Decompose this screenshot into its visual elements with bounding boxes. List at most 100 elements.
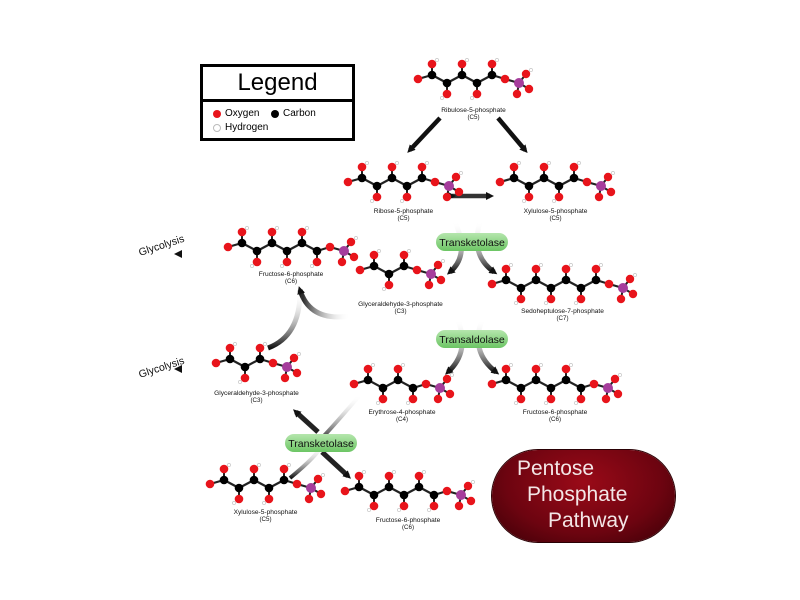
oxygen-atom bbox=[454, 187, 464, 197]
oxygen-atom bbox=[384, 471, 394, 481]
oxygen-atom bbox=[414, 471, 424, 481]
oxygen-atom bbox=[240, 373, 250, 383]
oxygen-atom bbox=[355, 265, 365, 275]
oxygen-atom bbox=[387, 162, 397, 172]
oxygen-atom bbox=[454, 501, 464, 511]
oxygen-atom bbox=[463, 481, 473, 491]
oxygen-atom bbox=[604, 279, 614, 289]
legend-item-oxygen: Oxygen bbox=[213, 108, 259, 119]
oxygen-atom bbox=[451, 172, 461, 182]
enzyme-label: Transketolase bbox=[439, 237, 505, 249]
oxygen-atom bbox=[594, 192, 604, 202]
oxygen-atom bbox=[487, 59, 497, 69]
hydrogen-atom bbox=[371, 363, 375, 367]
enzyme-transaldolase: Transaldolase bbox=[436, 330, 508, 348]
oxygen-atom bbox=[501, 264, 511, 274]
oxygen-atom bbox=[569, 162, 579, 172]
oxygen-atom bbox=[346, 237, 356, 247]
oxygen-atom bbox=[442, 192, 452, 202]
hydrogen-atom bbox=[599, 263, 603, 267]
hydrogen-atom bbox=[574, 401, 578, 405]
hydrogen-atom bbox=[425, 161, 429, 165]
oxygen-atom bbox=[304, 494, 314, 504]
oxygen-atom bbox=[268, 358, 278, 368]
oxygen-atom bbox=[234, 494, 244, 504]
molecule-carbon-count: (C4) bbox=[396, 416, 408, 423]
oxygen-atom bbox=[402, 192, 412, 202]
oxygen-atom bbox=[445, 389, 455, 399]
oxygen-atom bbox=[589, 379, 599, 389]
hydrogen-atom bbox=[569, 363, 573, 367]
oxygen-atom bbox=[472, 89, 482, 99]
oxygen-atom bbox=[289, 353, 299, 363]
phosphorus-atom bbox=[596, 181, 606, 191]
hydrogen-atom bbox=[257, 463, 261, 467]
hydrogen-atom bbox=[539, 363, 543, 367]
oxygen-atom bbox=[211, 358, 221, 368]
molecule-carbon-count: (C3) bbox=[394, 308, 406, 315]
arrows-layer bbox=[174, 116, 528, 480]
badge-line-1: Pentose bbox=[517, 457, 595, 480]
hydrogen-atom bbox=[459, 171, 463, 175]
carbon-atom bbox=[249, 475, 259, 485]
oxygen-atom bbox=[466, 496, 476, 506]
pathway-title-badge: Pentose Phosphate Pathway bbox=[492, 450, 675, 542]
oxygen-atom bbox=[546, 294, 556, 304]
oxygen-atom bbox=[429, 501, 439, 511]
hydrogen-atom bbox=[354, 236, 358, 240]
hydrogen-atom bbox=[245, 226, 249, 230]
enzyme-pill bbox=[436, 330, 508, 348]
carbon-atom bbox=[237, 238, 247, 248]
molecule-name: Erythrose-4-phosphate bbox=[368, 409, 435, 416]
carbon-atom bbox=[591, 275, 601, 285]
phosphorus-atom bbox=[306, 483, 316, 493]
oxygen-atom bbox=[292, 368, 302, 378]
molecule-fructose-6-phosphate-top: Fructose-6-phosphate(C6) bbox=[223, 226, 359, 285]
legend-title: Legend bbox=[203, 67, 352, 102]
carbon-atom bbox=[442, 78, 452, 88]
oxygen-atom bbox=[531, 364, 541, 374]
hydrogen-atom bbox=[305, 226, 309, 230]
carbon-atom bbox=[546, 283, 556, 293]
oxygen-atom bbox=[292, 479, 302, 489]
oxygen-atom bbox=[313, 474, 323, 484]
carbon-atom bbox=[363, 375, 373, 385]
oxygen-atom bbox=[433, 260, 443, 270]
oxygen-atom bbox=[442, 89, 452, 99]
oxygen-atom bbox=[576, 394, 586, 404]
carbon-atom bbox=[369, 490, 379, 500]
oxygen-atom bbox=[512, 89, 522, 99]
hydrogen-atom bbox=[321, 473, 325, 477]
hydrogen-atom bbox=[392, 470, 396, 474]
hydrogen-atom bbox=[539, 263, 543, 267]
carbon-atom bbox=[252, 246, 262, 256]
molecules-layer: Ribulose-5-phosphate(C5)Ribose-5-phospha… bbox=[205, 58, 638, 531]
oxygen-atom bbox=[412, 265, 422, 275]
hydrogen-atom bbox=[514, 301, 518, 305]
hydrogen-atom bbox=[450, 373, 454, 377]
hydrogen-atom bbox=[517, 161, 521, 165]
arrow-transketolase2-to-g3p bbox=[293, 409, 320, 434]
carbon-atom bbox=[384, 269, 394, 279]
oxygen-atom bbox=[363, 364, 373, 374]
hydrogen-atom bbox=[569, 263, 573, 267]
carbon-atom bbox=[501, 275, 511, 285]
hydrogen-atom bbox=[362, 470, 366, 474]
oxygen-atom bbox=[582, 177, 592, 187]
molecule-name: Ribulose-5-phosphate bbox=[441, 107, 506, 114]
oxygen-atom bbox=[576, 294, 586, 304]
molecule-ribulose-5-phosphate: Ribulose-5-phosphate(C5) bbox=[413, 58, 534, 121]
oxygen-atom bbox=[561, 264, 571, 274]
phosphorus-atom bbox=[618, 283, 628, 293]
oxygen-atom bbox=[340, 486, 350, 496]
hydrogen-atom bbox=[377, 249, 381, 253]
hydrogen-atom bbox=[250, 264, 254, 268]
badge-line-2: Phosphate bbox=[527, 483, 628, 506]
carbon-atom bbox=[399, 490, 409, 500]
carbon-atom bbox=[354, 482, 364, 492]
carbon-atom bbox=[569, 173, 579, 183]
carbon-atom-icon bbox=[271, 109, 279, 118]
badge-line-3: Pathway bbox=[548, 509, 629, 532]
carbon-atom bbox=[234, 483, 244, 493]
molecule-name: Sedoheptulose-7-phosphate bbox=[521, 308, 604, 315]
